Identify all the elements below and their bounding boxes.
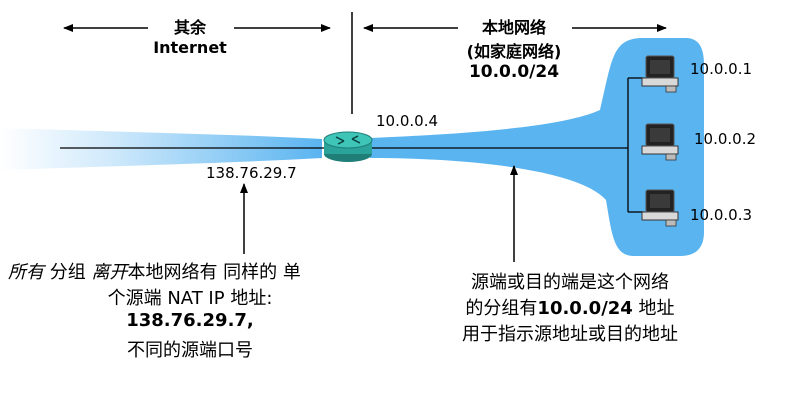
- router-icon: [323, 131, 373, 162]
- left-note-line2: 个源端 NAT IP 地址:: [107, 288, 273, 309]
- router-lan-ip: 10.0.0.4: [376, 112, 439, 130]
- local-region-title: 本地网络: [481, 18, 546, 37]
- host-3-ip: 10.0.0.3: [690, 206, 753, 224]
- left-note-italic-leave: 离开: [91, 262, 128, 283]
- left-note-text-a: 分组: [44, 262, 92, 283]
- host-1-computer-icon: [641, 55, 679, 93]
- right-note-line3: 用于指示源地址或目的地址: [462, 324, 678, 345]
- left-note-text-b: 本地网络有 同样的 单: [127, 262, 301, 283]
- right-note-text-a: 的分组有: [465, 298, 538, 319]
- local-region-subtitle: (如家庭网络): [466, 42, 562, 61]
- right-note-line1: 源端或目的端是这个网络: [471, 272, 669, 293]
- local-subnet-label: 10.0.0/24: [468, 62, 560, 82]
- local-network-region: [370, 38, 704, 256]
- left-note-line3: 138.76.29.7,: [126, 310, 254, 331]
- host-3-computer-icon: [641, 189, 679, 227]
- host-2-computer-icon: [641, 123, 679, 161]
- host-2-ip: 10.0.0.2: [694, 130, 757, 148]
- right-note-line2: 的分组有10.0.0/24 地址: [410, 294, 730, 320]
- router-wan-ip: 138.76.29.7: [206, 164, 297, 182]
- right-note-subnet: 10.0.0/24: [537, 298, 633, 319]
- internet-region-subtitle: Internet: [153, 38, 227, 57]
- right-note-text-c: 地址: [632, 298, 675, 319]
- left-note-line1: 所有 分组 离开本地网络有 同样的 单: [8, 258, 301, 284]
- left-note-line4: 不同的源端口号: [127, 340, 253, 361]
- left-note-italic-all: 所有: [8, 262, 44, 283]
- host-1-ip: 10.0.0.1: [690, 60, 753, 78]
- internet-region-title: 其余: [173, 18, 206, 37]
- internet-link-band: [0, 128, 322, 170]
